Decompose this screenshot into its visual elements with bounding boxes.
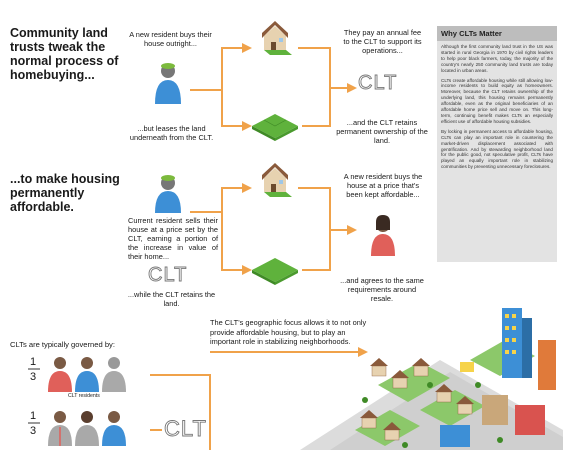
step-newbuy-caption: A new resident buys the house at a price… — [343, 172, 423, 199]
clt-logo-2: CLT — [148, 264, 188, 287]
fraction-bar — [28, 368, 40, 424]
step-fee-caption: They pay an annual fee to the CLT to sup… — [343, 28, 422, 55]
neighborhood-illustration — [300, 308, 563, 450]
house-icon-2 — [262, 163, 292, 197]
step-retain-caption-2: ...while the CLT retains the land. — [127, 290, 216, 308]
group-residents-label: CLT residents — [68, 393, 100, 399]
step-agree-caption: ...and agrees to the same requirements a… — [340, 276, 424, 303]
section2-arrows — [190, 183, 357, 275]
seller-blue-person — [155, 175, 181, 213]
fraction-numerator-2: 1 — [30, 410, 37, 422]
step-retain-caption: ...and the CLT retains permanent ownersh… — [336, 118, 428, 145]
step-sell-caption: Current resident sells their house at a … — [128, 216, 218, 261]
clt-logo: CLT — [358, 72, 398, 95]
geographic-focus-caption: The CLT's geographic focus allows it to … — [210, 318, 367, 346]
house-icon — [262, 21, 292, 55]
sidebar-paragraph-1: Although the first community land trust … — [441, 44, 553, 73]
section2-headline: ...to make housing permanently affordabl… — [10, 172, 120, 214]
clt-logo-3: CLT — [164, 416, 207, 442]
step-lease-caption: ...but leases the land underneath from t… — [129, 124, 214, 142]
land-plot-icon-2 — [252, 258, 298, 285]
fraction-denominator-1: 3 — [30, 371, 37, 383]
section3-arrows — [150, 347, 368, 450]
land-plot-icon — [252, 114, 298, 141]
section1-headline: Community land trusts tweak the normal p… — [10, 26, 119, 82]
why-clts-matter-panel: Why CLTs Matter Although the first commu… — [437, 26, 557, 262]
new-resident-red-person — [371, 215, 395, 256]
step-buy-caption: A new resident buys their house outright… — [129, 30, 212, 48]
fraction-numerator-1: 1 — [30, 356, 37, 368]
governance-residents-row — [48, 357, 126, 392]
section1-arrows — [190, 43, 357, 131]
sidebar-paragraph-2: CLTs create affordable housing while sti… — [441, 77, 553, 124]
governance-community-row — [48, 411, 126, 446]
fraction-denominator-2: 3 — [30, 425, 37, 437]
sidebar-title: Why CLTs Matter — [437, 26, 557, 41]
resident-blue-person — [155, 63, 181, 104]
sidebar-paragraph-3: By locking in permanent access to afford… — [441, 128, 553, 170]
governed-by-label: CLTs are typically governed by: — [10, 340, 115, 349]
